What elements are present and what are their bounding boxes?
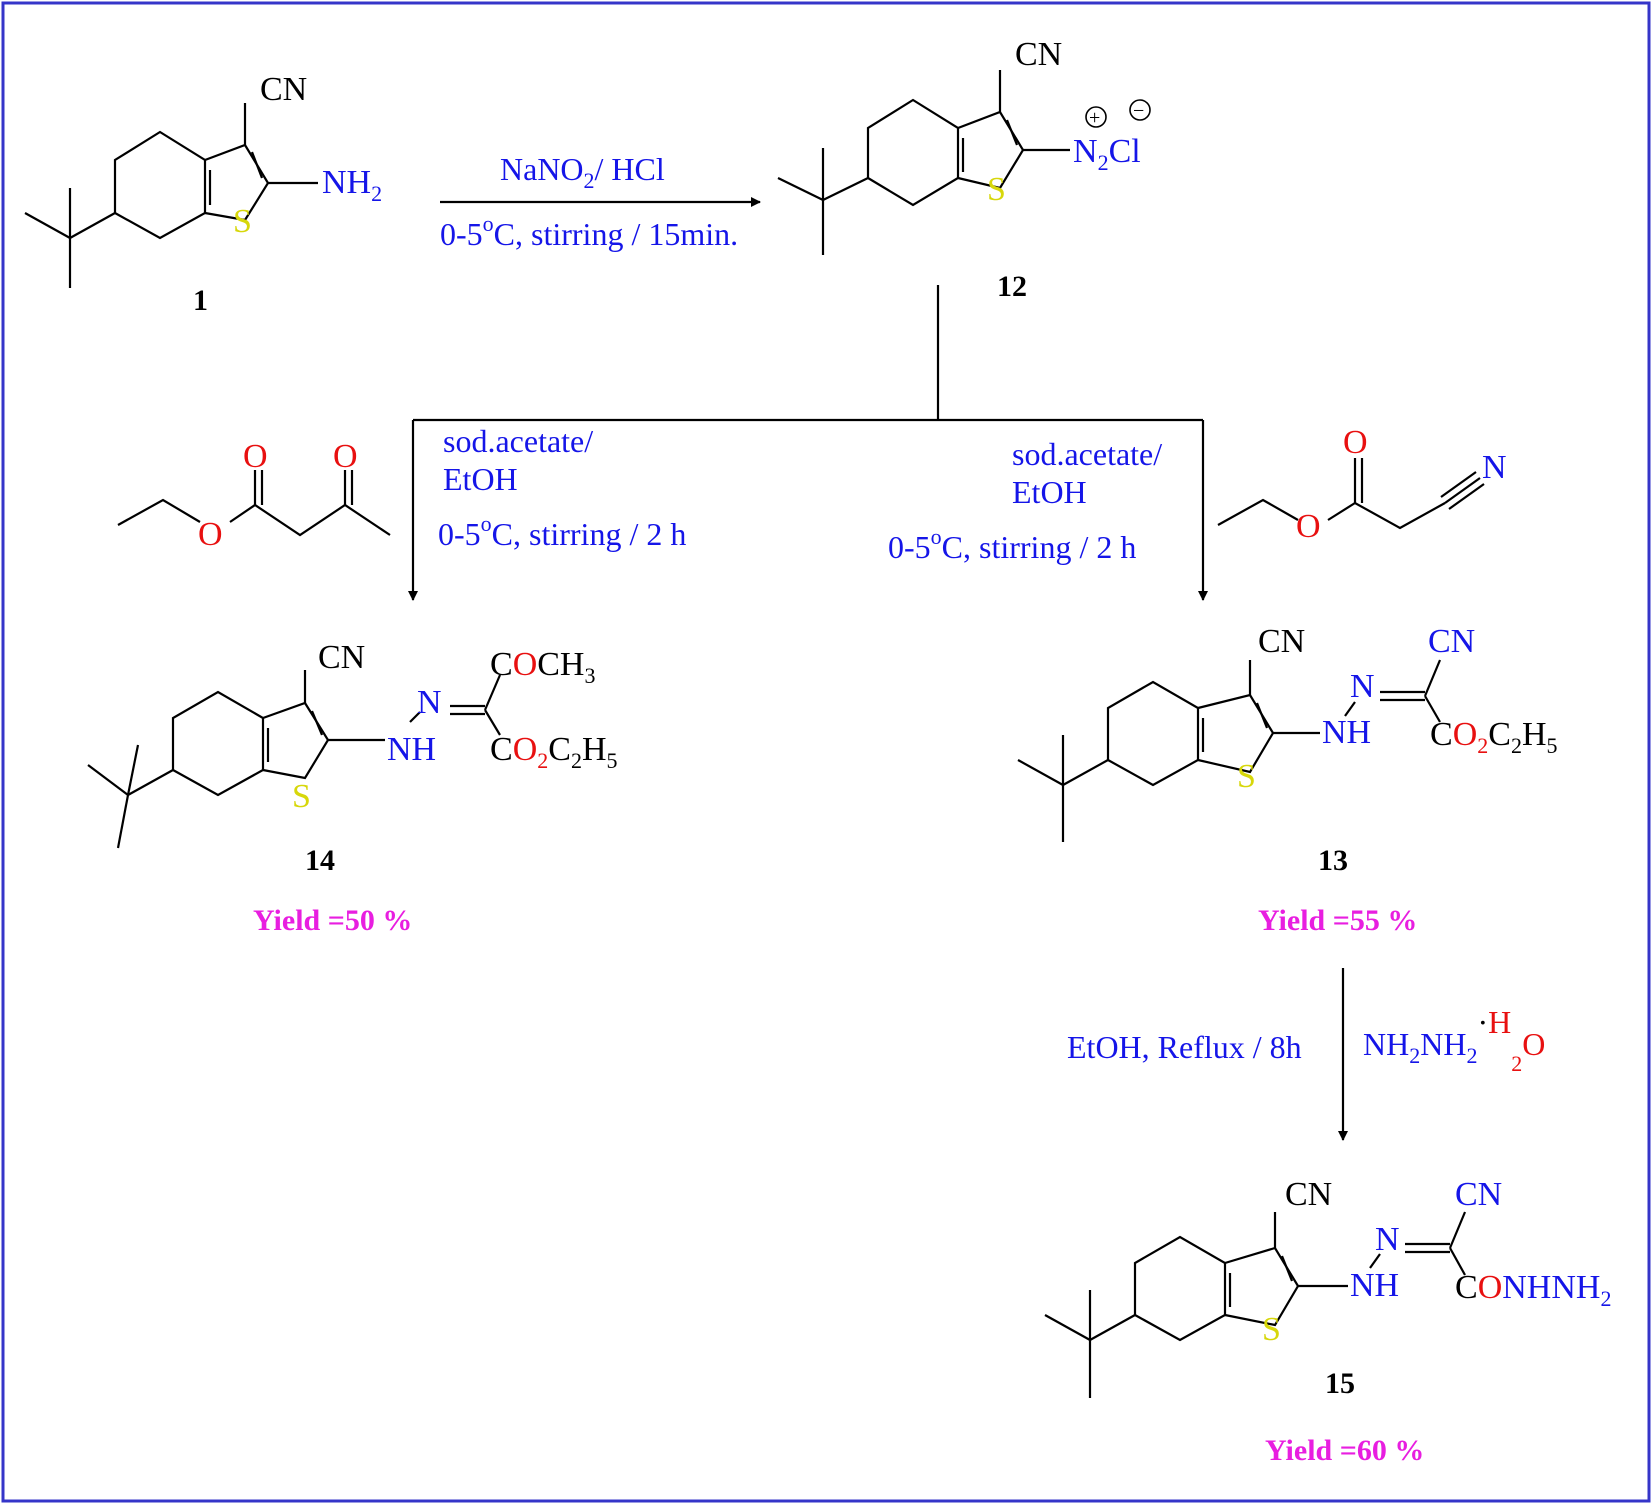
compound-1: CN NH2 S 1 <box>24 71 382 317</box>
step1-reagent-bottom: 0-5oC, stirring / 15min. <box>440 211 738 252</box>
cyac-carbonyl-o: O <box>1343 424 1368 461</box>
acac-carbonyl-o1: O <box>243 438 268 475</box>
right-cond-line3: 0-5oC, stirring / 2 h <box>888 524 1136 565</box>
c14-nh-label: NH <box>387 731 436 768</box>
compound-15: CN CN N NH CONHNH2 S 15 Yield =60 % <box>1044 1176 1611 1467</box>
step3-cond-right: NH2NH2·H2O <box>1363 1004 1545 1076</box>
right-cond-line2: EtOH <box>1012 474 1087 510</box>
acac-ether-o: O <box>198 516 223 553</box>
c1-number: 1 <box>193 284 208 317</box>
c15-yield: Yield =60 % <box>1265 1434 1424 1467</box>
c15-hydrazide-label: CONHNH2 <box>1455 1269 1611 1311</box>
c14-sulfur-label: S <box>292 778 311 815</box>
c12-number: 12 <box>997 270 1027 303</box>
c13-number: 13 <box>1318 844 1348 877</box>
ethyl-cyanoacetate: O O N <box>1217 424 1507 545</box>
c13-sulfur-label: S <box>1237 758 1256 795</box>
c15-cn2-label: CN <box>1455 1176 1502 1213</box>
cyac-nitrile-n: N <box>1482 449 1507 486</box>
left-cond-line2: EtOH <box>443 461 518 497</box>
c1-cn-label: CN <box>260 71 307 108</box>
c15-nh-label: NH <box>1350 1267 1399 1304</box>
c15-cn1-label: CN <box>1285 1176 1332 1213</box>
c12-sulfur-label: S <box>987 171 1006 208</box>
c1-nh2-label: NH2 <box>322 164 382 206</box>
c14-yield: Yield =50 % <box>253 904 412 937</box>
c13-yield: Yield =55 % <box>1258 904 1417 937</box>
c15-sulfur-label: S <box>1262 1311 1281 1348</box>
compound-12: CN N2Cl + − S 12 <box>777 36 1151 303</box>
c14-n-label: N <box>417 684 442 721</box>
c13-nh-label: NH <box>1322 714 1371 751</box>
step1-reagent-top: NaNO2/ HCl <box>500 151 665 193</box>
c12-minus-symbol: − <box>1133 100 1144 122</box>
c12-plus-charge <box>1085 106 1107 128</box>
c15-number: 15 <box>1325 1367 1355 1400</box>
c14-ester-label: CO2C2H5 <box>490 731 618 773</box>
ethyl-acetoacetate: O O O <box>117 438 391 553</box>
c14-number: 14 <box>305 844 335 877</box>
c13-cn1-label: CN <box>1258 623 1305 660</box>
right-cond-line1: sod.acetate/ <box>1012 436 1162 472</box>
c13-cn2-label: CN <box>1428 623 1475 660</box>
c14-acetyl-label: COCH3 <box>490 646 595 688</box>
c12-minus-charge <box>1129 99 1151 121</box>
step3-cond-left: EtOH, Reflux / 8h <box>1067 1029 1302 1065</box>
c15-n-label: N <box>1375 1221 1400 1258</box>
c12-cn-label: CN <box>1015 36 1062 73</box>
c14-cn-label: CN <box>318 639 365 676</box>
c13-n-label: N <box>1350 668 1375 705</box>
c12-plus-symbol: + <box>1089 107 1100 129</box>
left-cond-line3: 0-5oC, stirring / 2 h <box>438 511 686 552</box>
left-cond-line1: sod.acetate/ <box>443 423 593 459</box>
c1-sulfur-label: S <box>233 203 252 240</box>
c13-ester-label: CO2C2H5 <box>1430 716 1558 758</box>
c12-diazonium-label: N2Cl <box>1073 133 1141 175</box>
acac-carbonyl-o2: O <box>333 438 358 475</box>
compound-14: CN N NH COCH3 CO2C2H5 S 14 Yield =50 % <box>87 639 618 937</box>
compound-13: CN CN N NH CO2C2H5 S 13 Yield =55 % <box>1017 623 1558 937</box>
cyac-ether-o: O <box>1296 508 1321 545</box>
